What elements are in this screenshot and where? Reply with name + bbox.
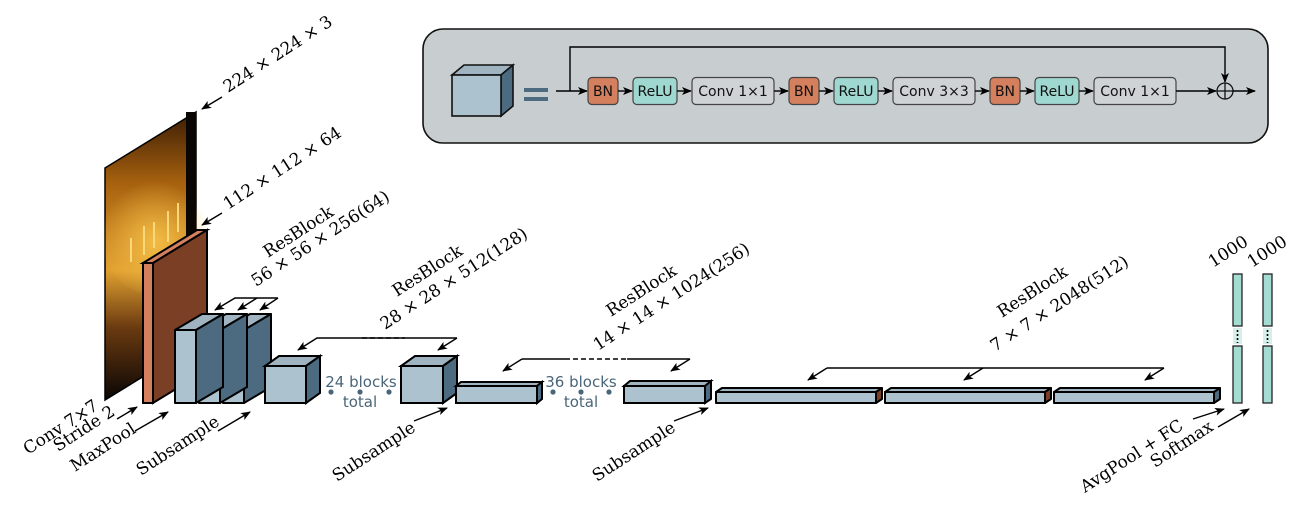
stage3-blocks-total: total (564, 393, 598, 411)
legend-op-conv: Conv 1×1 (691, 76, 775, 106)
softmax-output-bar (1262, 273, 1273, 404)
operation-labels: Conv 7×7 Stride 2 MaxPool Subsample Subs… (20, 396, 1218, 498)
stage3-ellipsis: 36 blocks total (545, 373, 617, 411)
legend-op-conv: Conv 1×1 (1093, 76, 1177, 106)
legend-op-relu: ReLU (833, 76, 879, 106)
fc-output-bar (1232, 273, 1243, 404)
legend-op-relu: ReLU (632, 76, 678, 106)
annotation-arrows (116, 96, 1250, 432)
stage4-block-2 (884, 387, 1052, 404)
subsample-label-3: Subsample (589, 418, 679, 486)
stage2-blocks-total: total (343, 393, 377, 411)
equals-icon (524, 88, 548, 101)
stage1-blocks (174, 313, 272, 404)
stage3-block-first (453, 379, 545, 406)
sum-node-icon (1216, 82, 1234, 100)
stage1-block-1 (174, 313, 224, 404)
legend-op-label: BN (794, 84, 814, 100)
legend-block-icon (449, 63, 516, 118)
legend-op-bn: BN (587, 76, 619, 106)
stage4-blocks (715, 387, 1221, 404)
conv1-dims-label: 112 × 112 × 64 (220, 123, 345, 214)
legend-op-label: ReLU (637, 84, 672, 100)
legend-op-label: ReLU (1039, 84, 1074, 100)
subsample-label-2: Subsample (329, 418, 419, 486)
stage2-ellipsis: 24 blocks total (325, 373, 397, 411)
softmax-dims-label: 1000 (1244, 232, 1291, 272)
stage2-block-last (397, 354, 461, 405)
legend-op-bn: BN (788, 76, 820, 106)
fc-dims-label: 1000 (1205, 232, 1252, 272)
input-dims-label: 224 × 224 × 3 (220, 12, 336, 97)
input-image (100, 110, 210, 402)
stage4-block-3 (1053, 387, 1221, 404)
legend-op-label: BN (995, 84, 1015, 100)
legend-op-relu: ReLU (1034, 76, 1080, 106)
subsample-label-1: Subsample (133, 412, 223, 480)
stage3-blocks-count: 36 blocks (545, 373, 617, 391)
legend-op-label: Conv 1×1 (1100, 84, 1170, 100)
resblock-legend: BN ReLU Conv 1×1 BN ReLU Conv 3×3 BN ReLU Conv 1… (422, 28, 1269, 144)
stage2-blocks-count: 24 blocks (325, 373, 397, 391)
legend-op-label: ReLU (838, 84, 873, 100)
stage4-block-1 (715, 387, 883, 404)
stage3-block-last (621, 378, 714, 405)
skip-connection-line (569, 46, 1229, 91)
legend-op-label: BN (593, 84, 613, 100)
legend-op-label: Conv 1×1 (698, 84, 768, 100)
legend-op-bn: BN (989, 76, 1021, 106)
stage2-block-first (261, 354, 324, 405)
legend-op-label: Conv 3×3 (899, 84, 969, 100)
legend-op-conv: Conv 3×3 (892, 76, 976, 106)
